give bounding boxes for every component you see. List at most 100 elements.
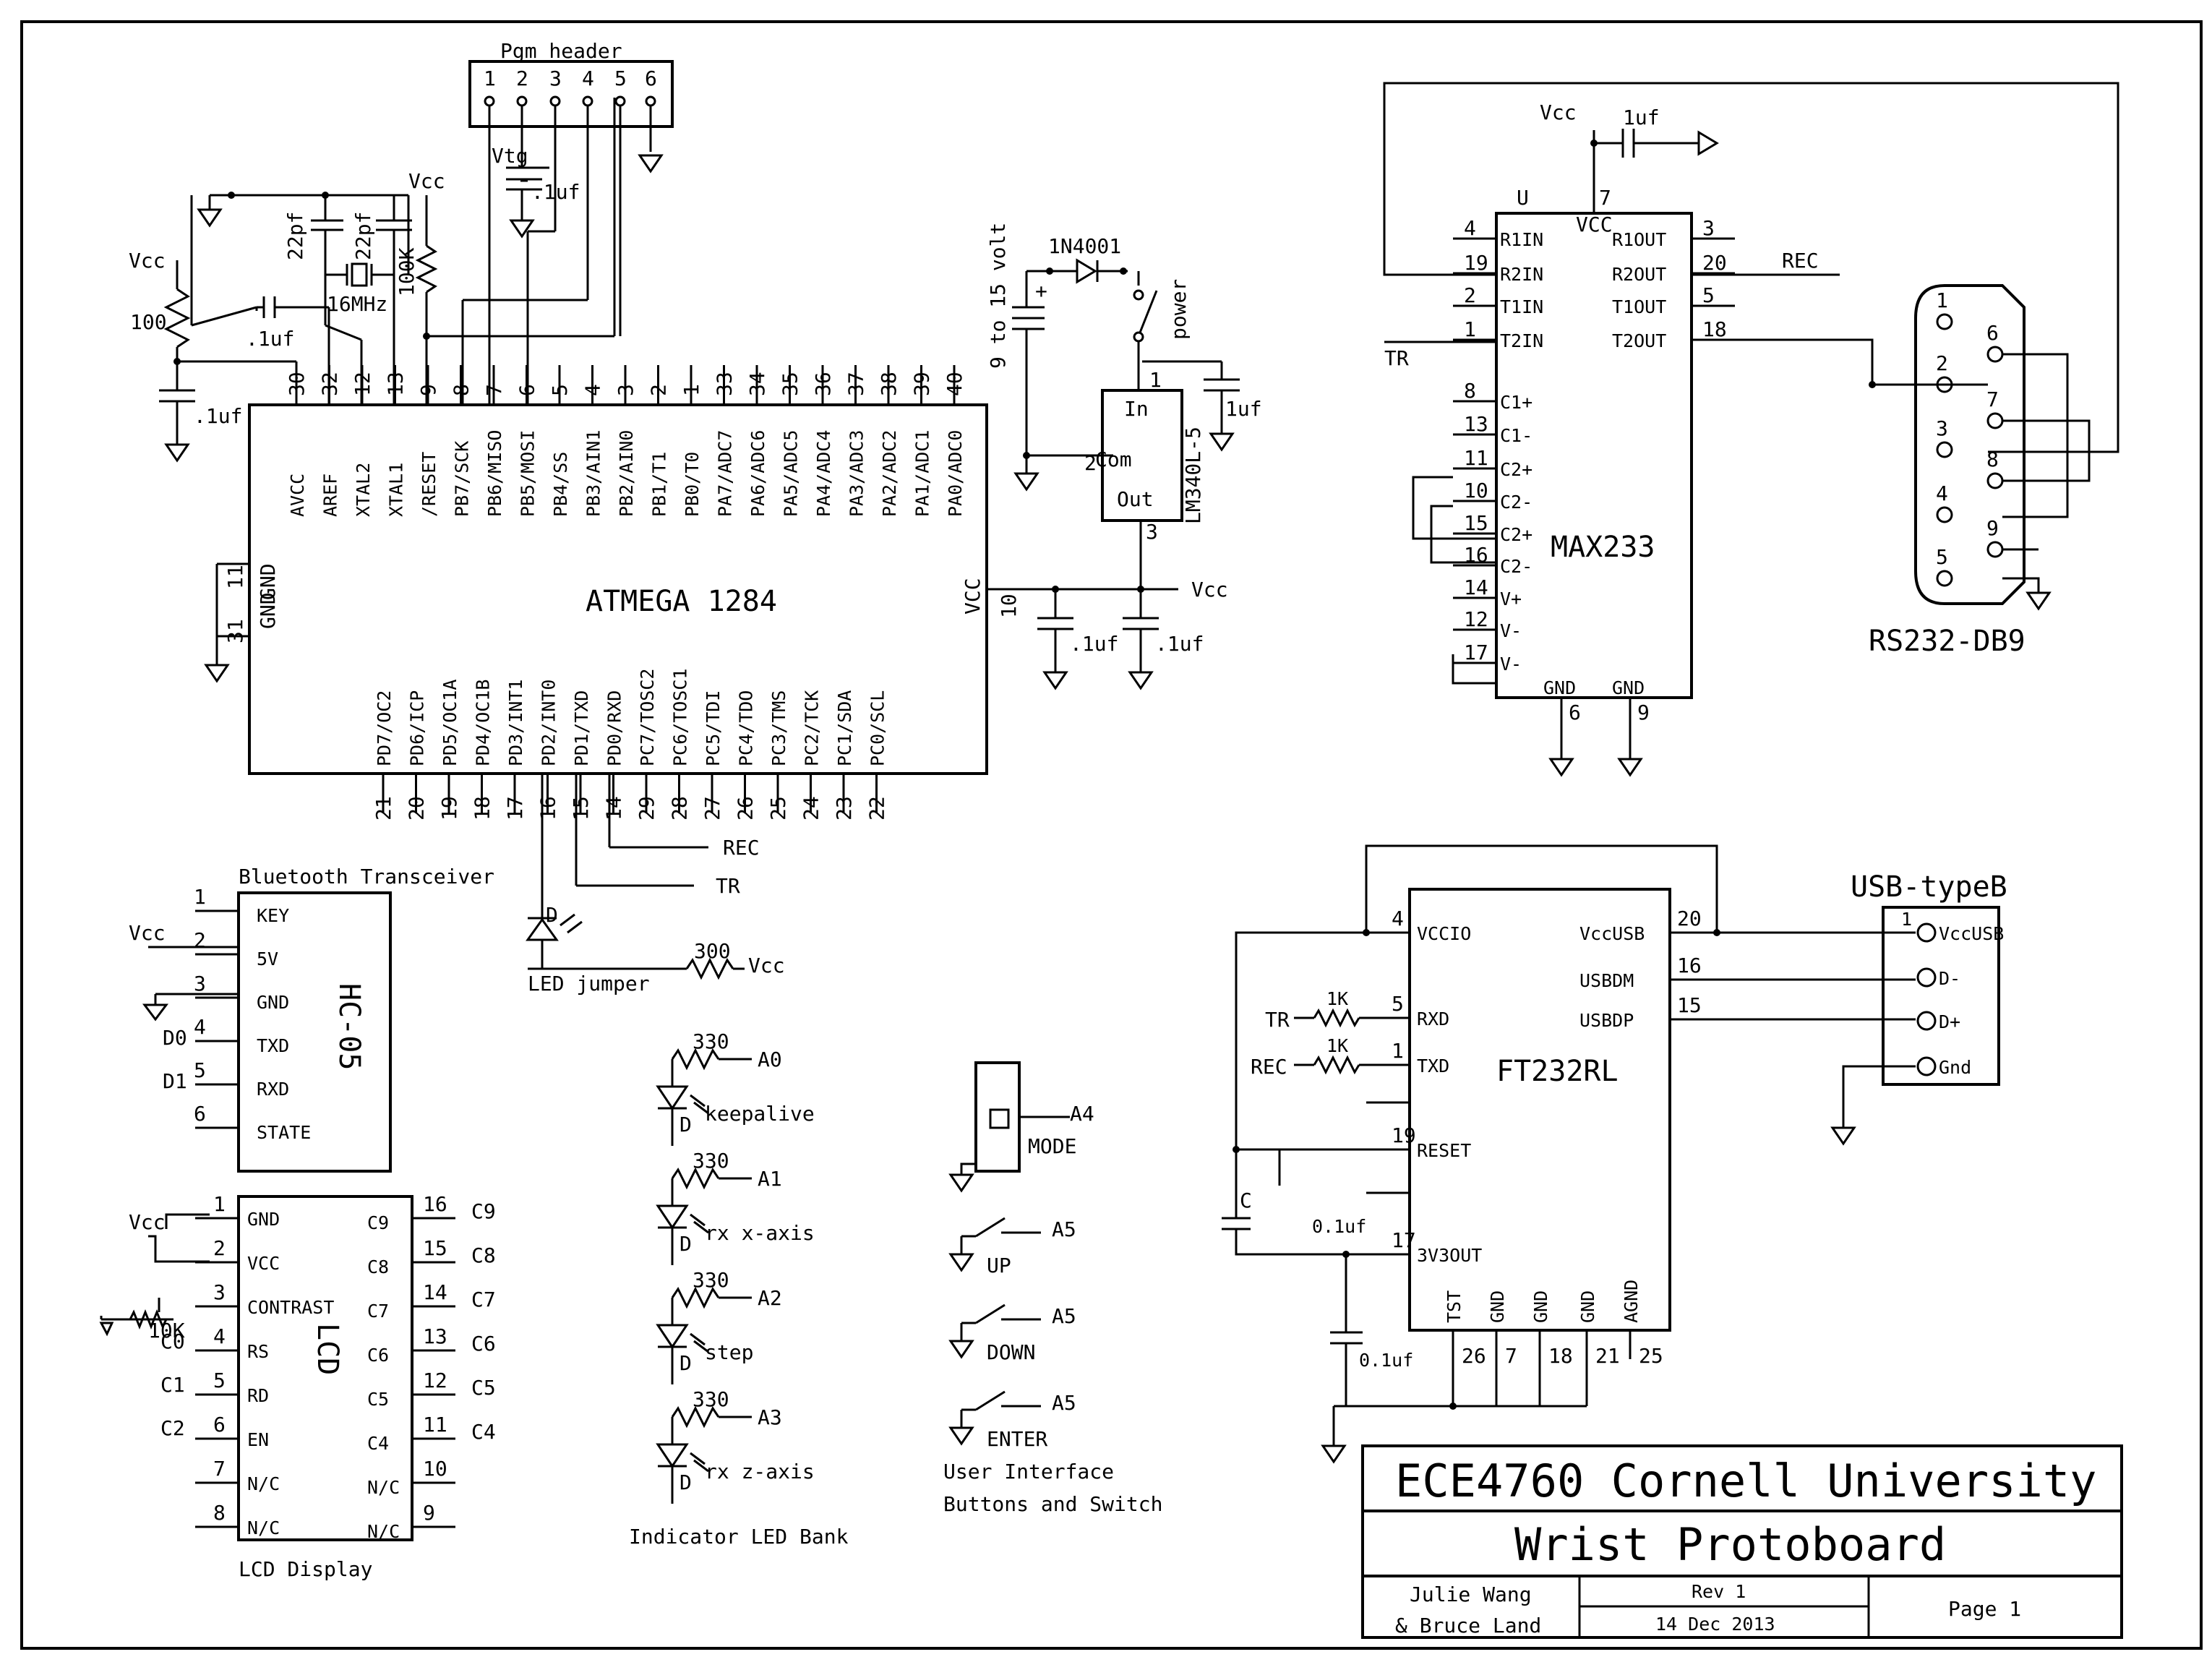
pgm-pin-socket [516,95,528,107]
max233-pin-label: V+ [1500,588,1522,609]
lcd-pin-label: C5 [367,1389,389,1410]
lcd-pin-number: 2 [213,1236,226,1260]
lcd-pin-label: C4 [471,1420,496,1444]
max233-pin-label: C2- [1500,556,1532,577]
atmega-pin-label: AVCC [287,474,308,517]
lcd-pin-label: C9 [471,1199,496,1223]
ui-caption-1: User Interface [943,1460,1114,1483]
ft232-pin-number: 5 [1392,992,1404,1016]
hc05-pin-label: STATE [257,1122,311,1143]
db9-pin-number: 3 [1936,416,1948,440]
regulator-com: Com [1095,448,1132,471]
ft232-r-rec: 1K [1326,1035,1348,1056]
max233-pin-number: 14 [1464,575,1488,599]
crystal-frequency: 16MHz [327,292,387,316]
atmega-pin-label: PB5/MOSI [518,430,539,517]
power-diode: 1N4001 [1048,234,1121,258]
led-ray [690,1094,706,1108]
led-resistor: 330 [693,1029,729,1053]
title-rev: Rev 1 [1692,1581,1746,1602]
usb-pin [1916,922,1937,943]
vcc-label: Vcc [1540,100,1577,124]
atmega-pin-label: PC5/TDI [703,690,724,766]
power-switch: power [1167,279,1191,340]
ft232-cap-01a: 0.1uf [1312,1216,1366,1237]
max233-pin-label: C2+ [1500,524,1532,545]
max233-gnd-label: GND [1612,677,1645,698]
max233-pin-label: C1+ [1500,392,1532,413]
max233-pin-label: V- [1500,654,1522,675]
hc05-pin-number: 2 [194,928,206,952]
resistor-zigzag [671,1286,720,1309]
led-jumper-d: D [546,903,558,927]
atmega-pin-label: PA5/ADC5 [781,430,802,517]
atmega-pin-number: 17 [503,796,527,821]
lcd-pin-label: C9 [367,1212,389,1233]
atmega-pin-label: PB7/SCK [452,441,473,517]
pgm-pin-socket [582,95,593,107]
atmega-pin-label: PC1/SDA [834,690,855,766]
power-supply: 9 to 15 volt 1N4001 + power In Com Out L… [986,223,1262,589]
atmega-pin-number: 3 [614,384,638,396]
lcd-name: LCD [311,1323,344,1375]
atmega-pin-number: 14 [602,796,626,821]
ground-symbol [204,664,230,683]
atmega-pin-label: PB4/SS [550,452,571,517]
lcd-pin-label: N/C [247,1517,280,1538]
lcd-pin-label: N/C [247,1473,280,1494]
max233-gnd-pin: 6 [1569,701,1581,724]
max233-pin-label: R2IN [1500,264,1543,285]
ft232-pin-number: 16 [1677,954,1702,977]
atmega-pin-number: 16 [536,796,560,821]
atmega-pin-number: 7 [482,384,506,396]
lcd-pin-number: 16 [423,1192,447,1216]
led-diode [656,1443,689,1468]
lcd-pin-number: 1 [213,1192,226,1216]
db9-pin [1936,506,1953,523]
max233-pin-label: C2- [1500,492,1532,513]
hc05-pin-label: GND [257,992,289,1013]
lcd-body [237,1195,413,1541]
db9-pin [1936,570,1953,587]
hc05-pin-number: 5 [194,1058,206,1082]
pgm-pin-number: 1 [484,67,496,90]
title-author-1: Julie Wang [1410,1583,1532,1606]
atmega-pin-number: 27 [700,796,724,821]
hc05-pin-label: RXD [257,1079,289,1100]
led-d: D [680,1232,692,1256]
atmega-pin-number: 29 [635,796,659,821]
max233-pin-number: 18 [1702,317,1727,341]
led-resistor: 330 [693,1268,729,1292]
led-ray [690,1332,706,1346]
led-label: rx z-axis [705,1460,815,1483]
max233-pin-number: 2 [1464,283,1476,307]
atmega-pin-label: PC7/TOSC2 [637,669,658,766]
lcd-pin-label: C5 [471,1376,496,1400]
title-line-1: ECE4760 Cornell University [1395,1455,2097,1507]
ground-symbol [948,1253,974,1272]
led-d: D [680,1351,692,1375]
lcd-vcc: Vcc [129,1210,166,1234]
regulator-pin-3: 3 [1146,520,1158,544]
atmega-pin-number: 4 [581,384,605,396]
ui-caption-2: Buttons and Switch [943,1492,1162,1516]
pgm-pin-socket [614,95,626,107]
atmega-pin-number: 33 [713,372,737,396]
mode-label: MODE [1028,1134,1076,1158]
lcd-pin-label: EN [247,1429,269,1450]
ft232-pin-number: 26 [1462,1344,1486,1368]
pgm-pin-socket [549,95,561,107]
atmega-pin-label: PD3/INT1 [505,680,526,766]
ft232-cap-c: C [1240,1189,1252,1212]
db9-pin-number: 6 [1986,321,1999,345]
ft232-pin-number: 25 [1639,1344,1663,1368]
lcd-pin-label: C6 [471,1332,496,1356]
led-label: keepalive [705,1102,815,1126]
lcd-c0: C0 [160,1329,185,1353]
lcd-pin-number: 4 [213,1324,226,1348]
